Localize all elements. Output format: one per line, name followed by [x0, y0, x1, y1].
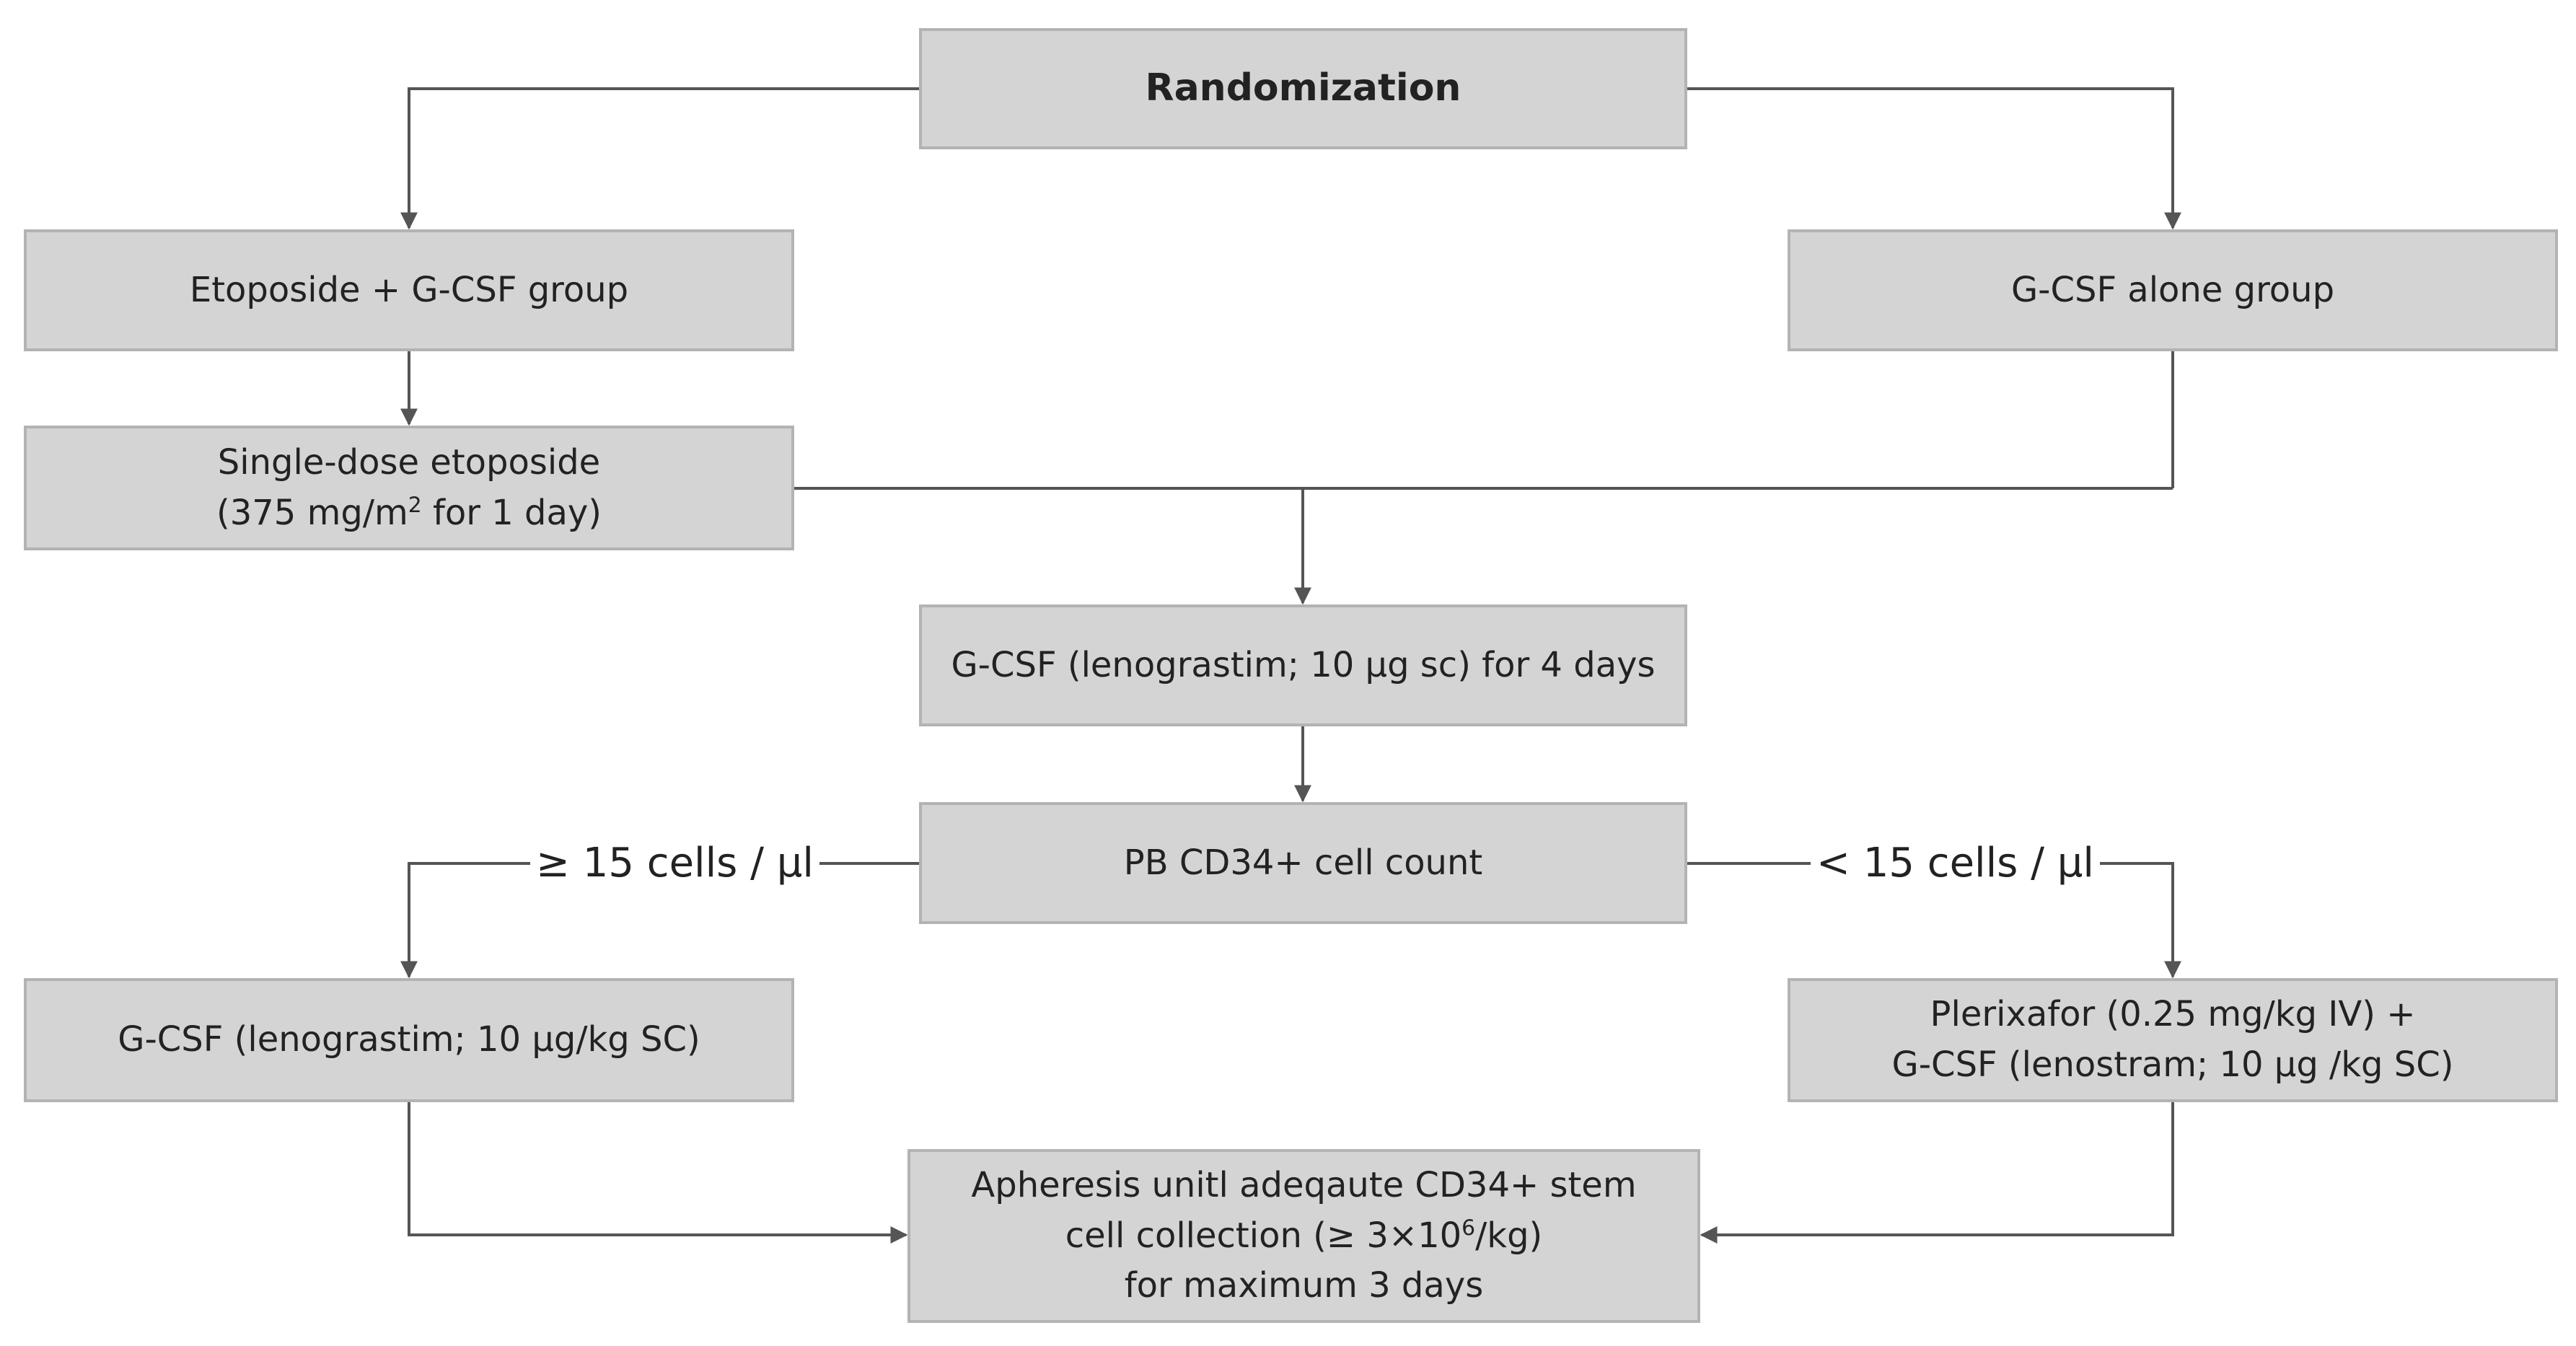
- etoposide-arm-label: Etoposide + G-CSF group: [189, 269, 629, 310]
- etoposide-dose-box: Single-dose etoposide (375 mg/m2 for 1 d…: [24, 426, 794, 550]
- apheresis-superscript: 6: [1461, 1215, 1476, 1241]
- arrow-randomization-to-gcsf-alone-arm: [1687, 87, 2181, 230]
- plerixafor-regimen-box: Plerixafor (0.25 mg/kg IV) + G-CSF (leno…: [1788, 978, 2558, 1102]
- cd34-count-label: PB CD34+ cell count: [1123, 842, 1483, 883]
- etoposide-dose-line1: Single-dose etoposide: [217, 441, 601, 483]
- cd34-count-box: PB CD34+ cell count: [919, 802, 1687, 924]
- arrow-gcsf-only-to-apheresis: [400, 1086, 908, 1244]
- etoposide-dose-suffix: for 1 day): [421, 492, 602, 533]
- gcsf-4days-label: G-CSF (lenograstim; 10 μg sc) for 4 days: [951, 644, 1656, 685]
- plerixafor-regimen-line1: Plerixafor (0.25 mg/kg IV) +: [1930, 994, 2416, 1035]
- gcsf-4days-box: G-CSF (lenograstim; 10 μg sc) for 4 days: [919, 604, 1687, 726]
- apheresis-suffix: /kg): [1475, 1215, 1543, 1256]
- arrow-randomization-to-etoposide-arm: [400, 87, 919, 230]
- randomization-label: Randomization: [1145, 66, 1461, 110]
- apheresis-line3: for maximum 3 days: [1124, 1265, 1484, 1306]
- etoposide-dose-superscript: 2: [408, 492, 422, 518]
- apheresis-prefix: cell collection (≥ 3×10: [1065, 1215, 1462, 1256]
- gcsf-only-regimen-box: G-CSF (lenograstim; 10 μg/kg SC): [24, 978, 794, 1102]
- low-count-threshold-label: < 15 cells / μl: [1811, 840, 2100, 887]
- gcsf-alone-arm-box: G-CSF alone group: [1788, 229, 2558, 351]
- gcsf-only-regimen-label: G-CSF (lenograstim; 10 μg/kg SC): [118, 1019, 700, 1060]
- apheresis-line1: Apheresis unitl adeqaute CD34+ stem: [971, 1165, 1637, 1206]
- apheresis-box: Apheresis unitl adeqaute CD34+ stem cell…: [907, 1149, 1700, 1323]
- high-count-threshold-label: ≥ 15 cells / μl: [530, 840, 819, 887]
- arrow-plerixafor-to-apheresis: [1700, 1086, 2181, 1244]
- randomization-box: Randomization: [919, 28, 1687, 149]
- gcsf-alone-arm-label: G-CSF alone group: [2010, 269, 2335, 310]
- plerixafor-regimen-line2: G-CSF (lenostram; 10 μg /kg SC): [1891, 1044, 2454, 1085]
- etoposide-arm-box: Etoposide + G-CSF group: [24, 229, 794, 351]
- etoposide-dose-prefix: (375 mg/m: [216, 492, 408, 533]
- apheresis-line2: cell collection (≥ 3×106/kg): [1065, 1211, 1543, 1262]
- etoposide-dose-line2: (375 mg/m2 for 1 day): [216, 488, 602, 539]
